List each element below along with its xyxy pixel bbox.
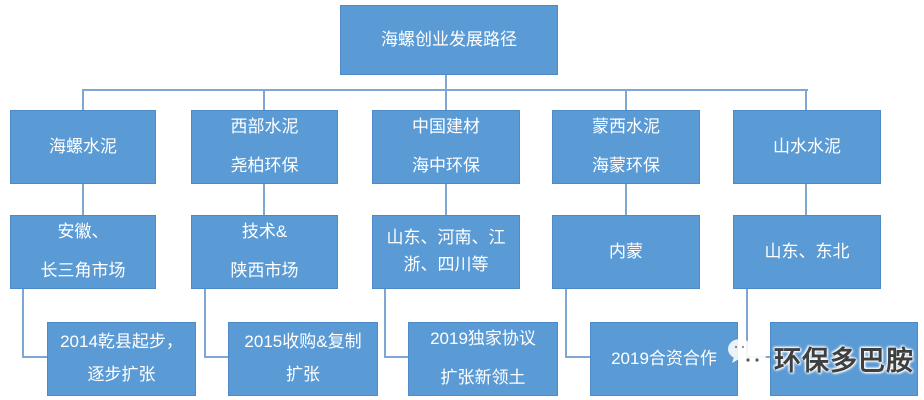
node-label: 中国建材 xyxy=(412,117,480,137)
node-label: 扩张 xyxy=(286,365,320,384)
connector-elbow-col4 xyxy=(565,356,590,358)
connector-elbow-col5 xyxy=(746,289,748,358)
connector-drop-col1 xyxy=(82,89,84,110)
node-label: 山东、河南、江 xyxy=(386,228,506,248)
node-market-col4: 内蒙 xyxy=(552,215,700,289)
node-company-col3: 中国建材 海中环保 xyxy=(372,110,520,184)
node-label: 2015收购&复制 xyxy=(244,332,362,352)
connector-elbow-col3 xyxy=(384,356,408,358)
connector-col4 xyxy=(625,184,627,215)
connector-spine xyxy=(82,89,808,91)
connector-drop-col4 xyxy=(625,89,627,110)
node-label: 逐步扩张 xyxy=(87,365,156,384)
node-milestone-col2: 2015收购&复制 扩张 xyxy=(228,322,378,396)
node-label: 海螺水泥 xyxy=(49,136,117,156)
node-label: 2014乾县起步， xyxy=(60,332,183,352)
connector-root-stub xyxy=(445,75,447,110)
node-milestone-col1: 2014乾县起步， 逐步扩张 xyxy=(47,322,196,396)
node-label: 海蒙环保 xyxy=(592,156,660,175)
node-label: 安徽、 xyxy=(57,222,109,242)
node-label: 长三角市场 xyxy=(40,261,126,280)
connector-elbow-col1 xyxy=(22,356,47,358)
connector-elbow-col3 xyxy=(384,289,386,358)
connector-col3 xyxy=(445,184,447,215)
root-label: 海螺创业发展路径 xyxy=(381,29,517,49)
node-label: 西部水泥 xyxy=(230,117,299,137)
node-label: 山东、东北 xyxy=(764,241,850,261)
root-node: 海螺创业发展路径 xyxy=(340,5,558,75)
node-label: 尧柏环保 xyxy=(230,156,299,175)
node-label: 蒙西水泥 xyxy=(592,117,660,137)
node-company-col4: 蒙西水泥 海蒙环保 xyxy=(552,110,700,184)
node-market-col5: 山东、东北 xyxy=(733,215,881,289)
connector-col1 xyxy=(82,184,84,215)
connector-drop-col2 xyxy=(263,89,265,110)
node-market-col2: 技术& 陕西市场 xyxy=(191,215,338,289)
node-milestone-col4: 2019合资合作 xyxy=(590,322,738,396)
node-label: 技术& xyxy=(241,222,288,242)
node-company-col2: 西部水泥 尧柏环保 xyxy=(191,110,338,184)
node-label: 陕西市场 xyxy=(230,261,299,280)
node-label: 山水水泥 xyxy=(773,136,841,156)
node-milestone-col5 xyxy=(770,322,918,396)
connector-elbow-col1 xyxy=(22,289,24,358)
connector-elbow-col2 xyxy=(204,356,228,358)
connector-col2 xyxy=(263,184,265,215)
connector-elbow-col4 xyxy=(565,289,567,358)
node-label: 2019独家协议 xyxy=(430,329,536,349)
connector-drop-col5 xyxy=(805,89,807,110)
node-company-col1: 海螺水泥 xyxy=(10,110,156,184)
node-label: 浙、四川等 xyxy=(403,255,489,274)
node-market-col3: 山东、河南、江 浙、四川等 xyxy=(372,215,520,289)
node-market-col1: 安徽、 长三角市场 xyxy=(10,215,156,289)
node-milestone-col3: 2019独家协议 扩张新领土 xyxy=(408,322,558,396)
node-label: 内蒙 xyxy=(609,241,643,261)
node-label: 扩张新领土 xyxy=(440,368,526,387)
connector-elbow-col2 xyxy=(204,289,206,358)
node-label: 海中环保 xyxy=(412,156,480,175)
connector-elbow-col5 xyxy=(746,356,770,358)
node-company-col5: 山水水泥 xyxy=(733,110,881,184)
node-label: 2019合资合作 xyxy=(611,348,717,368)
connector-col5 xyxy=(805,184,807,215)
